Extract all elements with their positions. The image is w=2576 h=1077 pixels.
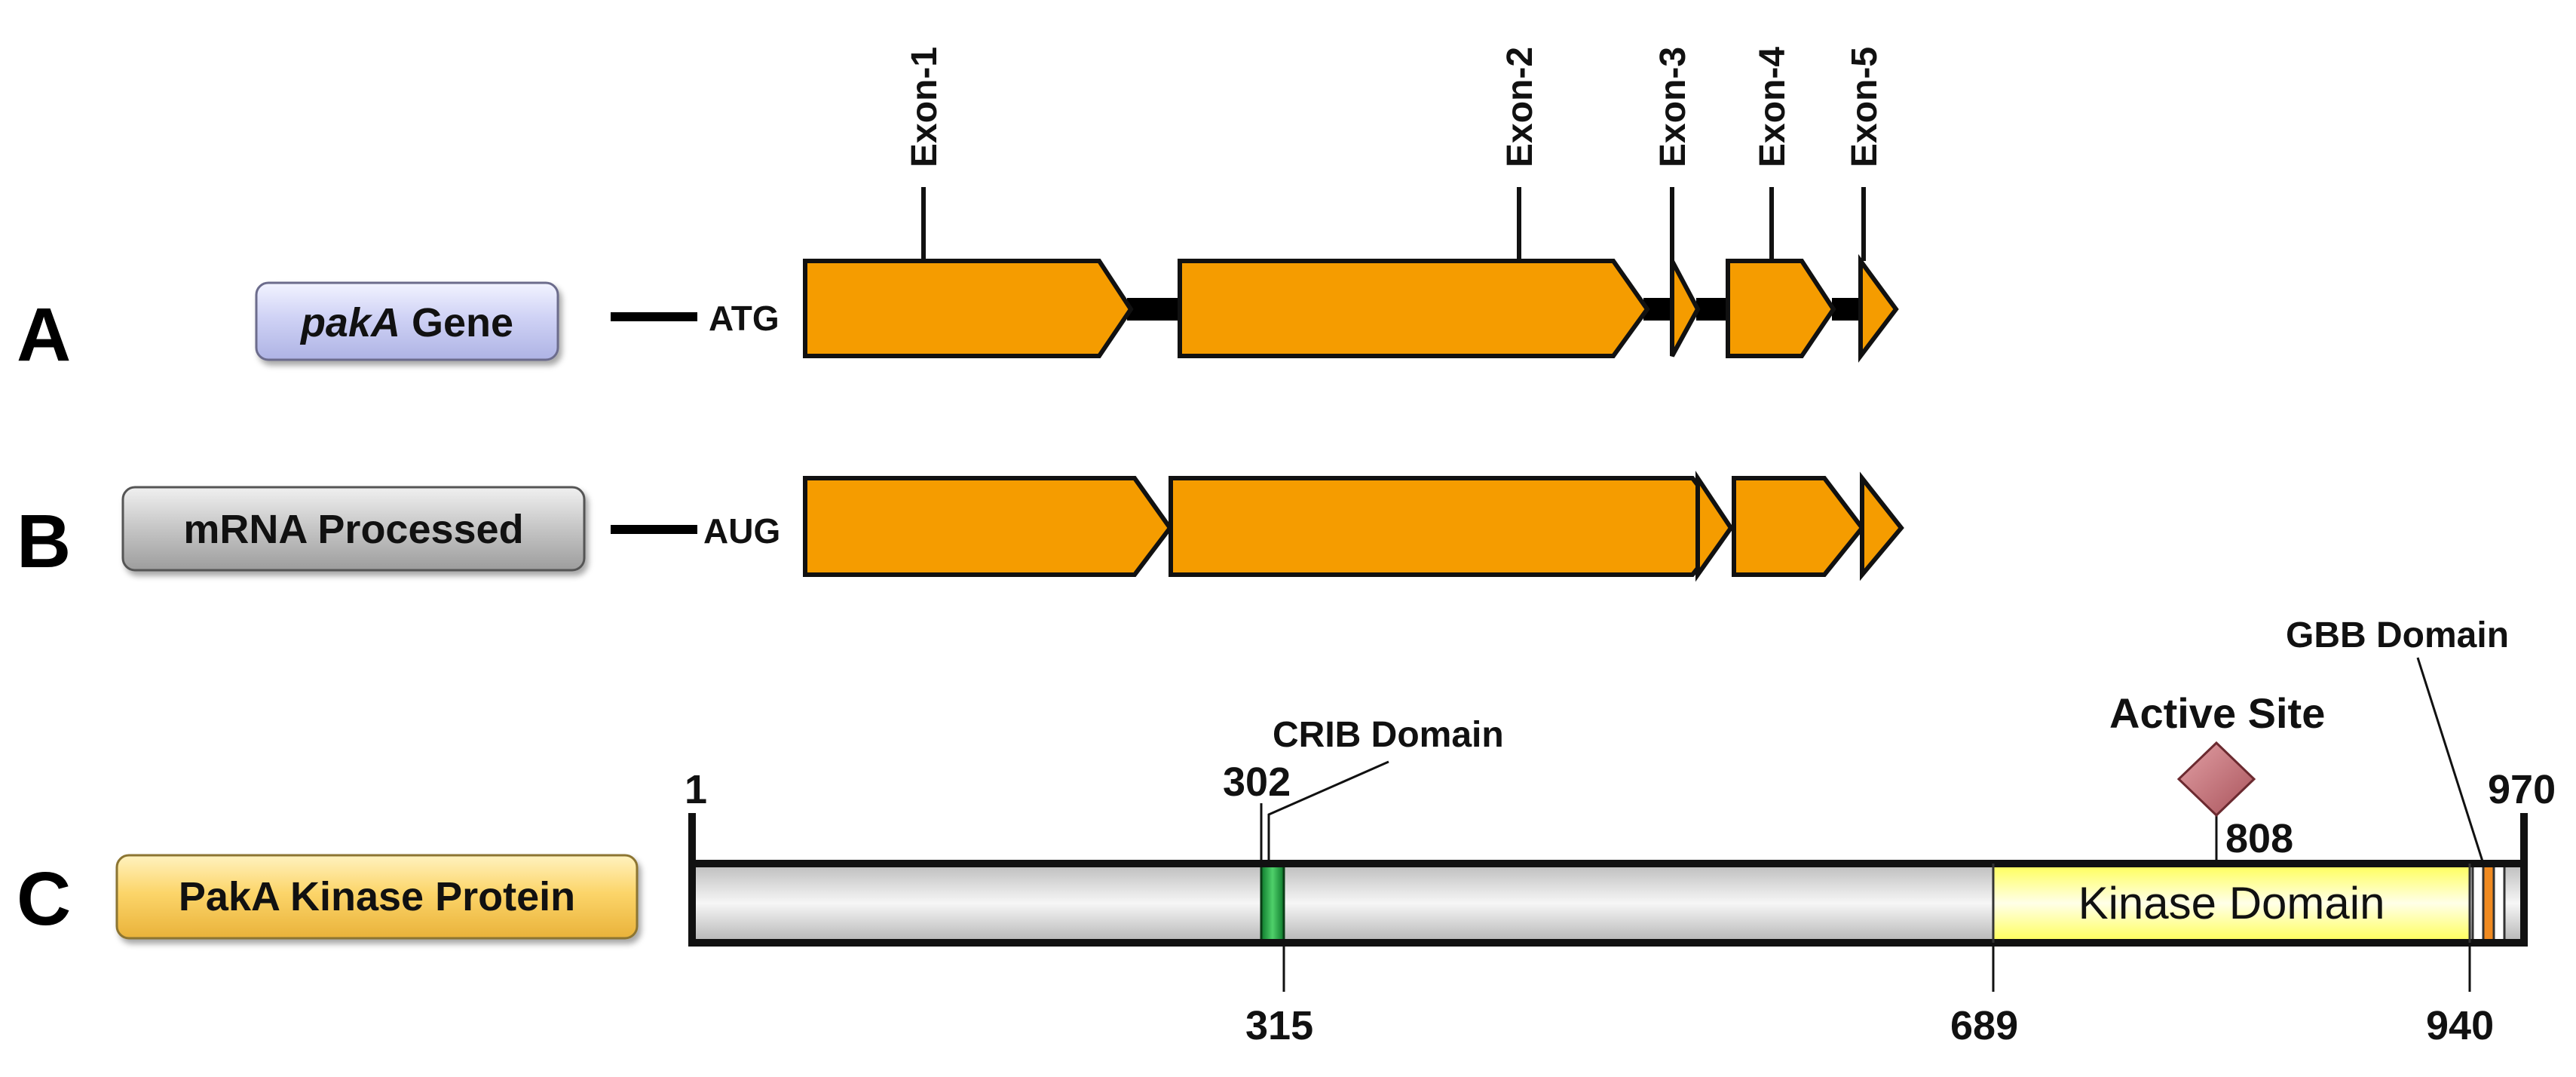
pos-end: 970	[2488, 767, 2556, 812]
gene-pill: pakA Gene	[255, 281, 559, 361]
crib-domain	[1260, 862, 1285, 944]
mrna-exon-5	[1860, 471, 1904, 581]
mrna-exon-1	[803, 476, 1173, 577]
intron-3	[1696, 298, 1728, 321]
exon-3-label: Exon-3	[1653, 47, 1693, 167]
mrna-pill: mRNA Processed	[121, 486, 586, 572]
panel-c: C PakA Kinase Protein 1 970 302 315 689 …	[17, 615, 2556, 1048]
crib-label-leader	[1267, 760, 1389, 864]
exon-3-arrow	[1670, 259, 1701, 357]
panel-a: A pakA Gene ATG Exon-1 Exon-2	[17, 47, 1899, 377]
panel-letter-a: A	[17, 293, 71, 377]
protein-pill-label: PakA Kinase Protein	[179, 874, 575, 919]
start-codon-atg: ATG	[709, 299, 780, 338]
panel-b: B mRNA Processed AUG	[17, 471, 1904, 584]
upstream-line-b	[611, 525, 697, 534]
exon-1-arrow	[803, 259, 1134, 358]
kinase-domain	[1993, 864, 2470, 943]
pos-active-site: 808	[2225, 816, 2293, 861]
crib-domain-label: CRIB Domain	[1273, 715, 1504, 755]
protein-pill: PakA Kinase Protein	[115, 854, 639, 940]
active-site-diamond-icon	[2176, 741, 2256, 818]
start-post	[688, 813, 696, 943]
exon-2-arrow	[1178, 259, 1650, 358]
start-codon-aug: AUG	[703, 511, 780, 551]
exon-4-label: Exon-4	[1753, 47, 1793, 167]
panel-letter-b: B	[17, 499, 71, 584]
gene-pill-label: pakA Gene	[299, 300, 513, 345]
gbb-domain	[2471, 862, 2506, 944]
intron-1	[1127, 298, 1180, 321]
pos-kinase-end: 940	[2426, 1003, 2494, 1048]
mrna-exon-4	[1732, 476, 1865, 577]
upstream-line-a	[611, 312, 697, 321]
panel-letter-c: C	[17, 857, 71, 941]
exon-1-label: Exon-1	[905, 47, 945, 167]
pos-kinase-start: 689	[1950, 1003, 2018, 1048]
mrna-pill-label: mRNA Processed	[183, 507, 523, 552]
kinase-domain-label: Kinase Domain	[2078, 878, 2385, 928]
exon-4-arrow	[1726, 259, 1836, 358]
exon-5-arrow	[1858, 253, 1899, 363]
gbb-domain-label: GBB Domain	[2286, 615, 2509, 655]
exon-5-label: Exon-5	[1845, 47, 1885, 167]
pos-crib-end: 315	[1245, 1003, 1313, 1048]
gbb-label-leader	[2416, 657, 2485, 864]
exon-2-label: Exon-2	[1500, 47, 1540, 167]
pos-crib-start: 302	[1223, 759, 1291, 805]
end-post	[2520, 813, 2528, 943]
intron-4	[1832, 298, 1862, 321]
active-site-label: Active Site	[2109, 689, 2325, 737]
mrna-exon-2	[1169, 476, 1733, 577]
pos-start: 1	[685, 767, 707, 812]
mrna-exon-3	[1695, 471, 1734, 582]
